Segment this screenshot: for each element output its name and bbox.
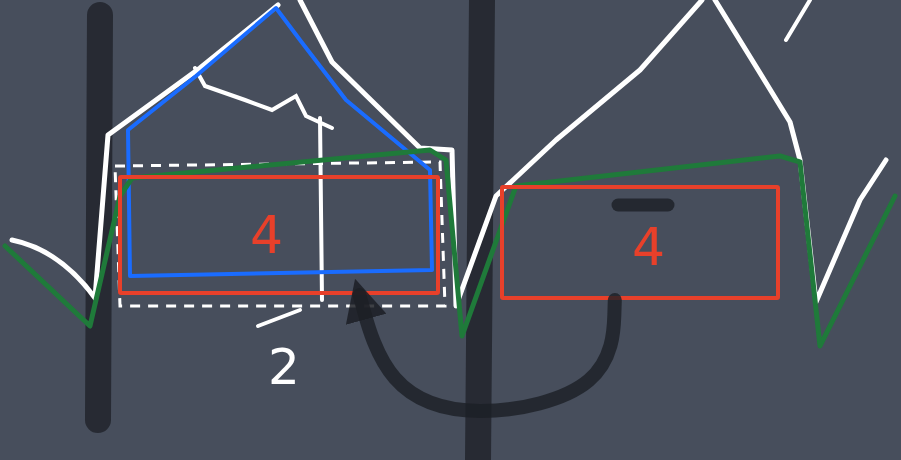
dark-mark [618,199,668,212]
white-waveform [12,0,886,306]
value-box: 4 [118,175,440,295]
green-waveform [5,150,895,346]
white-sketch-lines [195,0,810,300]
box-value: 4 [632,221,665,273]
white-tick [258,310,300,326]
blue-outline [128,8,432,276]
dimension-label: 2 [268,342,300,392]
dashed-outline [115,162,445,306]
value-box: 4 [500,185,780,300]
curved-arrow [360,295,615,411]
box-value: 4 [250,209,283,261]
